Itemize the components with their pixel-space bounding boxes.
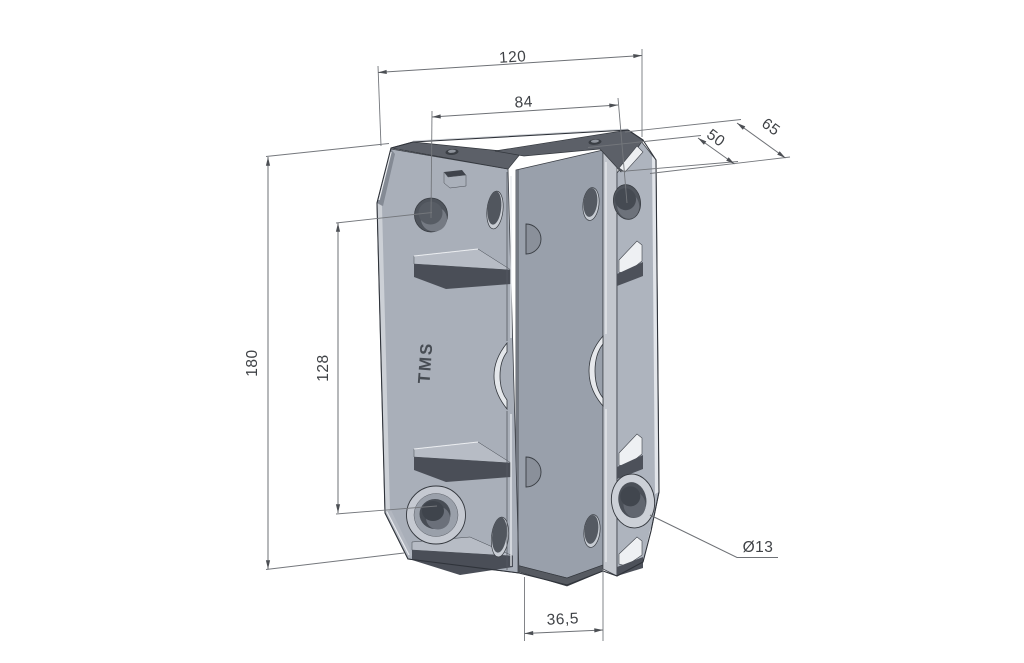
dim-hole-spacing-height: 128 (315, 212, 438, 515)
top-hole-right (588, 139, 602, 145)
left-plate-boss (443, 170, 467, 189)
dim-channel-width: 36,5 (524, 569, 604, 641)
web-slot-upper (582, 187, 600, 221)
dim-hole-spacing-width: 84 (430, 93, 628, 219)
dim-84-label: 84 (514, 93, 533, 111)
left-plate-slot-upper (486, 190, 504, 230)
left-plate-edge (377, 203, 390, 513)
web-slot-lower (583, 514, 601, 548)
bracket-part: TMS (376, 128, 660, 587)
left-plate-hole-bottom (406, 485, 466, 545)
part-silhouette (376, 129, 660, 586)
left-plate-rib-upper (413, 248, 512, 289)
top-faces (390, 128, 644, 173)
dim-50-label: 50 (703, 126, 728, 150)
right-flange (588, 149, 618, 577)
dim-overall-width: 120 (377, 48, 643, 147)
left-plate-rib-lower (413, 441, 512, 482)
dim-120-label: 120 (499, 48, 527, 67)
left-flange-bump (493, 341, 508, 411)
right-plate-rib-upper (617, 240, 643, 286)
central-web (515, 149, 604, 587)
right-plate-rib-middle (617, 433, 643, 479)
left-flange (493, 170, 519, 573)
right-flange-bump (588, 334, 604, 408)
right-plate-rib-lower (617, 536, 643, 576)
dim-65-label: 65 (758, 115, 783, 139)
hole-diameter-label: Ø13 (743, 539, 774, 556)
dim-overall-height: 180 (244, 143, 405, 570)
top-hole-left (445, 148, 459, 156)
dim-180-label: 180 (244, 349, 261, 376)
web-notch-upper (525, 223, 542, 255)
top-chamfer-highlight (618, 145, 644, 173)
dim-36-5-label: 36,5 (546, 610, 579, 628)
dim-hole-diameter: Ø13 (649, 514, 778, 558)
dim-128-label: 128 (315, 354, 332, 381)
right-plate-edge-highlight (652, 156, 659, 494)
part-brand-text: TMS (415, 341, 437, 384)
left-plate: TMS (376, 148, 520, 575)
web-notch-lower (525, 456, 542, 488)
right-plate-hole-bottom (610, 473, 656, 529)
left-plate-slot-lower (490, 516, 510, 558)
